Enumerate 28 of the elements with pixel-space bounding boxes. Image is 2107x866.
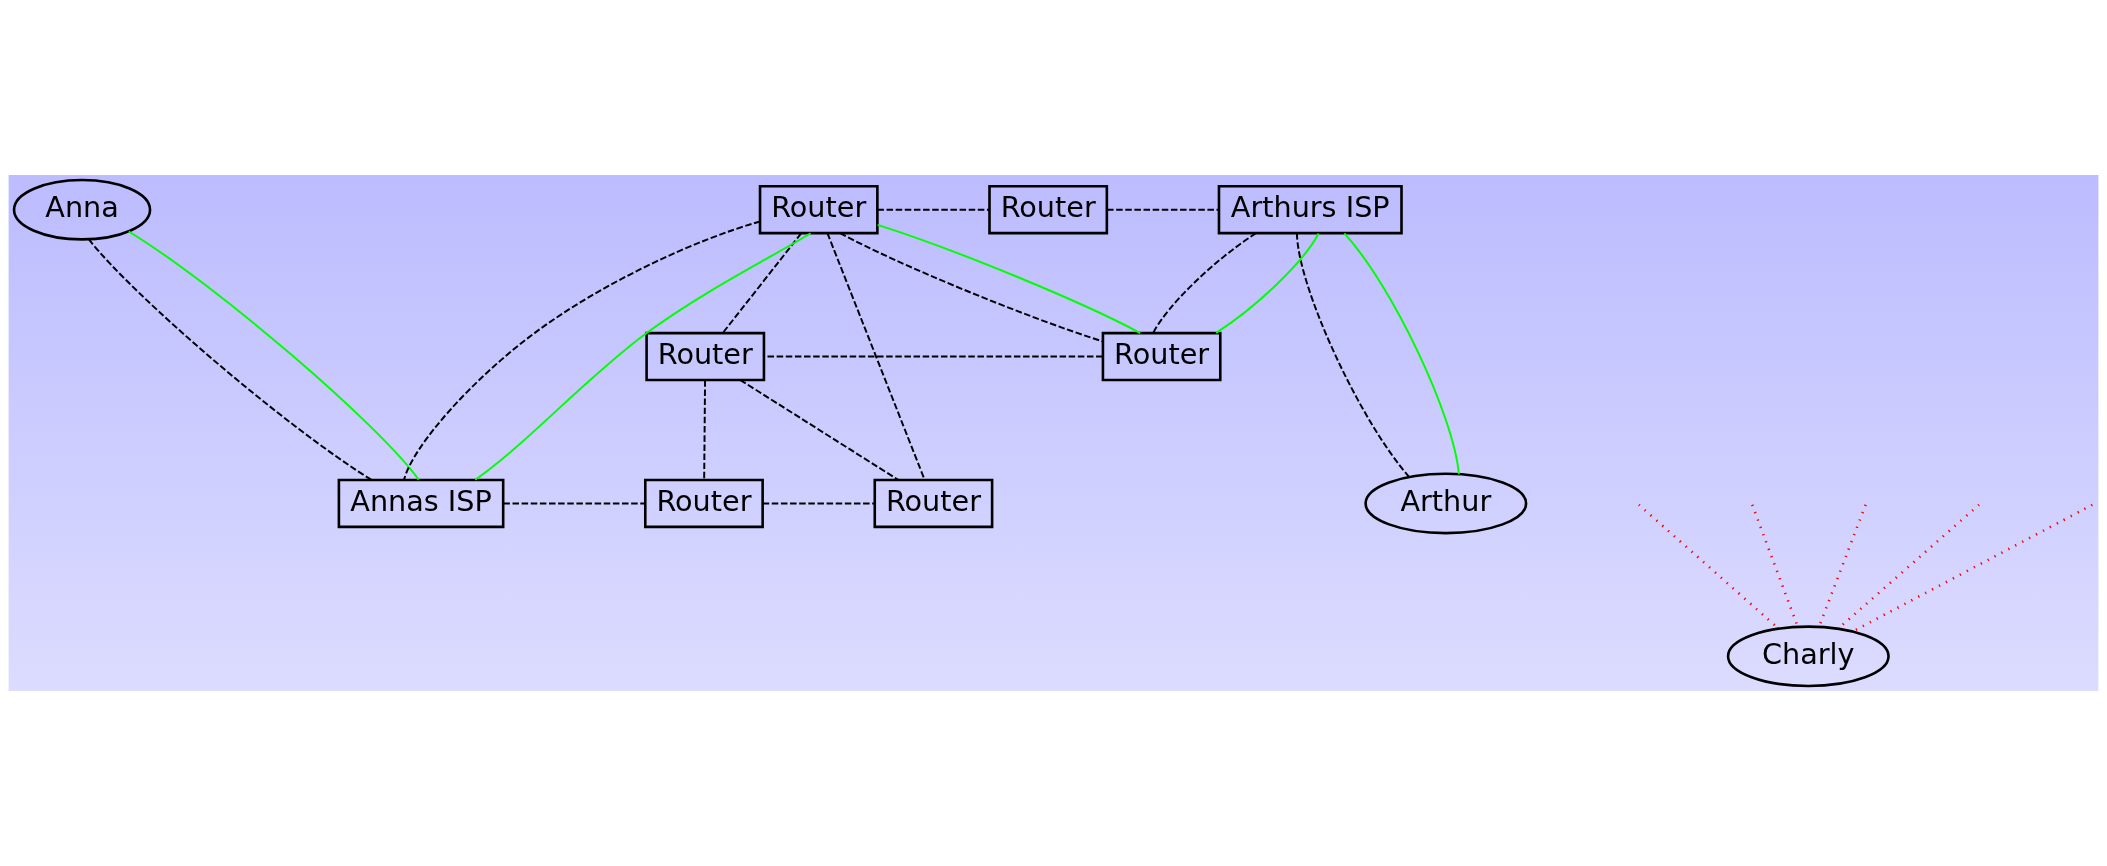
node-ellipse: Arthur bbox=[1364, 472, 1528, 535]
node-ellipse: Charly bbox=[1726, 625, 1890, 688]
connector bbox=[403, 220, 761, 481]
node-box: Router bbox=[1101, 331, 1222, 382]
node-box: Router bbox=[645, 331, 766, 382]
connector bbox=[474, 232, 812, 481]
node-box: Arthurs ISP bbox=[1217, 184, 1403, 235]
connector bbox=[703, 379, 707, 481]
connector bbox=[1106, 208, 1220, 211]
connector bbox=[839, 232, 1104, 343]
node-box: Router bbox=[644, 478, 764, 529]
connector bbox=[502, 502, 647, 505]
connector bbox=[127, 230, 420, 481]
connector bbox=[876, 223, 1142, 335]
connector bbox=[739, 379, 900, 481]
connector bbox=[761, 502, 876, 505]
connector bbox=[87, 238, 373, 481]
node-box: Annas ISP bbox=[337, 478, 505, 529]
node-ellipse: Anna bbox=[12, 178, 152, 241]
node-box: Router bbox=[988, 184, 1109, 235]
node-box: Router bbox=[758, 184, 879, 235]
connector bbox=[1215, 232, 1320, 334]
connector bbox=[876, 208, 991, 211]
connector bbox=[1152, 232, 1257, 334]
connector bbox=[1343, 232, 1460, 476]
node-box: Router bbox=[873, 478, 994, 529]
connector bbox=[1295, 232, 1411, 478]
connector bbox=[721, 232, 802, 334]
